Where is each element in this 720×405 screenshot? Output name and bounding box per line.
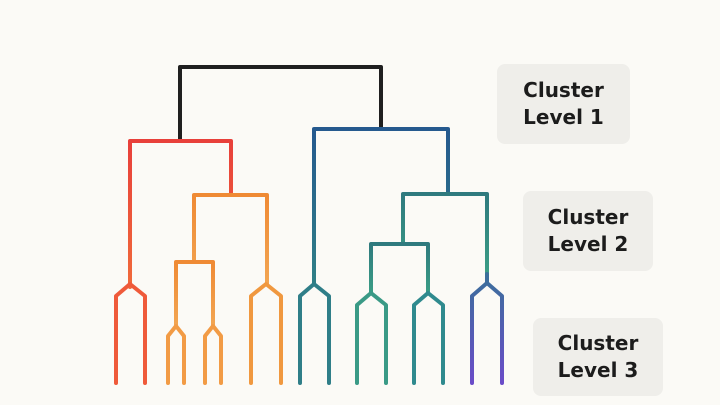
level-3-line1: Cluster bbox=[557, 331, 639, 355]
orange-subcluster-link bbox=[174, 260, 215, 327]
root-link bbox=[178, 65, 383, 143]
purple-leaf-fork bbox=[470, 272, 504, 385]
level-2-line1: Cluster bbox=[547, 205, 629, 229]
level-1-line1: Cluster bbox=[523, 78, 604, 102]
orange-leaf-fork-a bbox=[166, 324, 186, 385]
cluster-level-2-label: Cluster Level 2 bbox=[523, 191, 653, 271]
red-leaf-fork bbox=[114, 282, 147, 385]
teal-subcluster-link bbox=[369, 242, 430, 295]
teal-cluster-link bbox=[401, 192, 489, 276]
orange-leaf-fork-b bbox=[203, 324, 223, 385]
level-2-line2: Level 2 bbox=[547, 232, 629, 256]
teal-leaf-fork-b bbox=[412, 291, 445, 385]
red-cluster-link bbox=[128, 139, 233, 289]
level-3-line2: Level 3 bbox=[557, 358, 639, 382]
orange-cluster-link bbox=[192, 193, 269, 286]
blue-cluster-link bbox=[312, 127, 450, 285]
level-1-line2: Level 1 bbox=[523, 105, 604, 129]
cluster-level-1-label: Cluster Level 1 bbox=[497, 64, 630, 144]
teal-leaf-fork-a bbox=[355, 291, 388, 385]
orange-leaf-fork-c bbox=[249, 282, 283, 385]
blue-leaf-fork bbox=[298, 282, 331, 385]
cluster-level-3-label: Cluster Level 3 bbox=[533, 318, 663, 396]
